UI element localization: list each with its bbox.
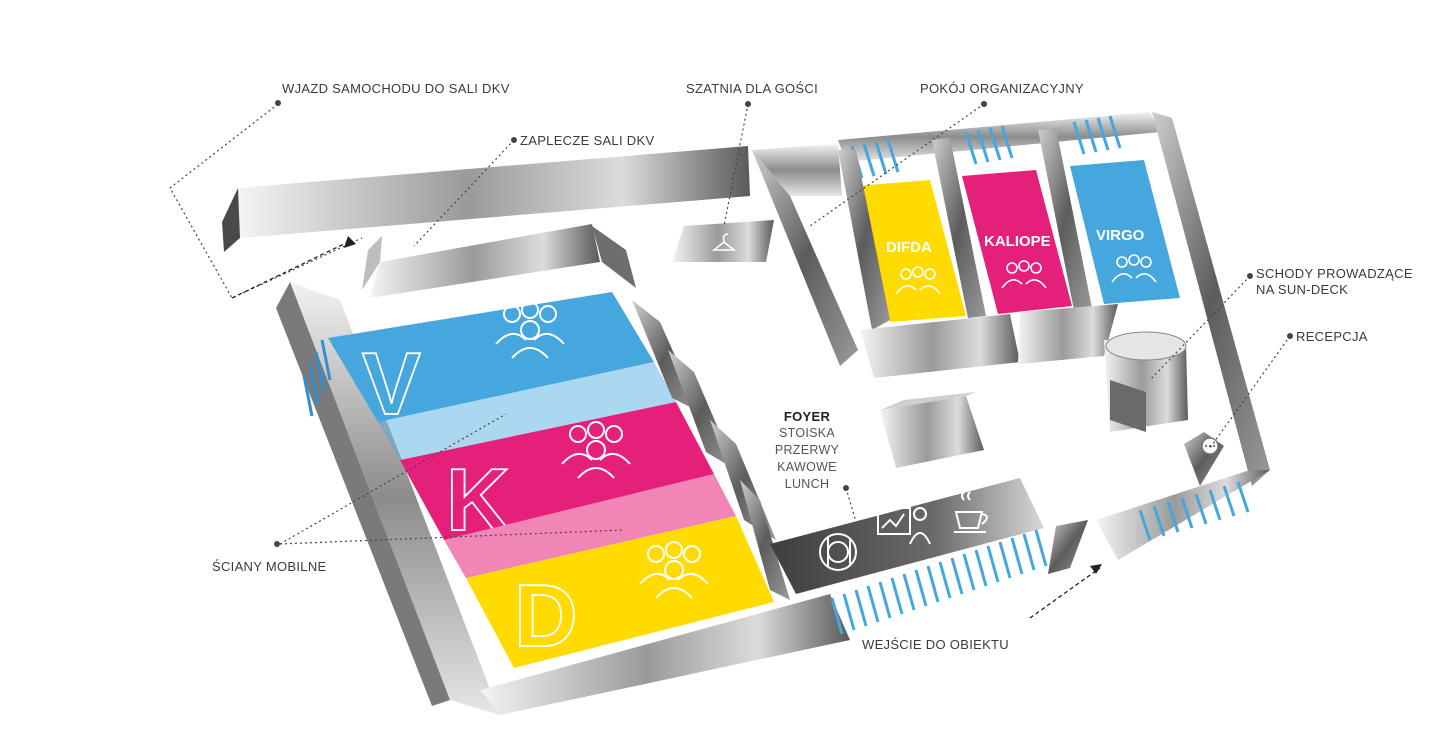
foyer-line-stands: STOISKA <box>778 426 836 440</box>
leader-dot-organizer <box>981 101 987 107</box>
people-group-icon <box>639 541 709 599</box>
right-windows <box>1138 481 1250 541</box>
label-organizer-room: POKÓJ ORGANIZACYJNY <box>920 81 1084 96</box>
leader-lines <box>169 103 1291 545</box>
presentation-icon <box>877 507 931 545</box>
entrance-pillar <box>1048 520 1088 574</box>
big-hall-right-walls <box>592 226 790 600</box>
room-virgo-label: VIRGO <box>1096 227 1145 244</box>
people-group-icon <box>1111 254 1157 283</box>
leader-dot-mobile-walls <box>274 541 280 547</box>
small-room-walls <box>838 128 1118 378</box>
label-dkv-backstage: ZAPLECZE SALI DKV <box>520 133 655 148</box>
restaurant-icon <box>819 533 857 571</box>
svg-text:V: V <box>362 334 421 433</box>
leader-dot-foyer <box>843 485 849 491</box>
big-hall-left-wall <box>276 282 500 715</box>
room-difda: DIFDA <box>856 180 966 322</box>
leader-dot-backstage <box>511 137 517 143</box>
car-entry-arrowhead <box>344 236 356 248</box>
foyer-title: FOYER <box>783 409 831 424</box>
entrance-arrowhead <box>1090 564 1102 574</box>
hall-d: D <box>466 516 774 668</box>
mobile-wall-1 <box>378 362 676 460</box>
svg-text:D: D <box>514 566 578 665</box>
foyer-island <box>880 392 984 468</box>
leader-dot-cloakroom <box>745 101 751 107</box>
coffee-icon <box>954 491 988 533</box>
people-group-icon <box>895 266 941 295</box>
room-virgo: VIRGO <box>1070 160 1180 304</box>
foyer-catering-wall <box>770 478 1044 594</box>
cloakroom <box>672 220 774 262</box>
left-windows <box>302 339 332 417</box>
foyer-line-lunch: LUNCH <box>784 477 830 491</box>
foyer-line-breaks: PRZERWY <box>774 443 840 457</box>
foyer-label: FOYER STOISKA PRZERWY KAWOWE LUNCH <box>770 408 844 493</box>
big-hall-bottom-wall <box>480 594 850 715</box>
label-stairs-line1: SCHODY PROWADZĄCE <box>1256 266 1413 281</box>
people-group-icon <box>1001 260 1047 289</box>
arrow-lines <box>231 241 1101 619</box>
label-entrance: WEJŚCIE DO OBIEKTU <box>862 637 1009 652</box>
reception-desk <box>1184 432 1224 486</box>
label-cloakroom: SZATNIA DLA GOŚCI <box>686 81 819 96</box>
hall-v: V <box>328 292 654 434</box>
staircase <box>1104 331 1188 432</box>
entrance-windows <box>830 529 1048 635</box>
foyer-line-coffee: KAWOWE <box>777 460 837 474</box>
chat-icon <box>1201 437 1219 455</box>
leader-dot-stairs <box>1247 273 1253 279</box>
room-difda-label: DIFDA <box>886 239 932 256</box>
label-mobile-walls: ŚCIANY MOBILNE <box>212 559 327 574</box>
people-group-icon <box>561 421 631 479</box>
room-kaliope-label: KALIOPE <box>984 233 1051 250</box>
label-stairs: SCHODY PROWADZĄCE NA SUN-DECK <box>1256 266 1413 298</box>
label-car-entry: WJAZD SAMOCHODU DO SALI DKV <box>282 81 510 96</box>
room-kaliope: KALIOPE <box>962 170 1072 314</box>
people-group-icon <box>495 301 565 359</box>
dkv-backstage-wall <box>222 146 750 298</box>
leader-dot-car-entry <box>275 100 281 106</box>
hanger-icon <box>711 233 737 251</box>
label-reception: RECEPCJA <box>1296 329 1368 344</box>
mobile-wall-2 <box>444 474 736 578</box>
label-stairs-line2: NA SUN-DECK <box>1256 282 1349 297</box>
leader-dot-reception <box>1287 333 1293 339</box>
